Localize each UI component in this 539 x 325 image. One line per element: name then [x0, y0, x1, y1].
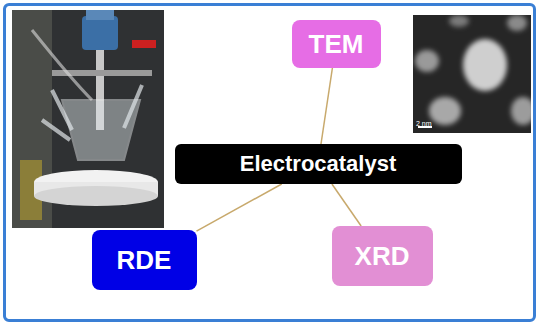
rde-setup-photo [12, 10, 164, 228]
connector-line [321, 68, 332, 144]
rotator-motor [82, 16, 118, 50]
technique-box: TEM [292, 20, 381, 68]
connector-line [197, 184, 282, 231]
node-label: XRD [355, 242, 410, 271]
central-box: Electrocatalyst [175, 144, 462, 184]
tubing [32, 30, 92, 100]
base-bottom [34, 186, 158, 206]
node-label: RDE [117, 246, 172, 275]
glass-arms [42, 85, 142, 140]
scale-label: 2 nm [416, 120, 432, 127]
technique-box: XRD [332, 226, 433, 286]
node-label: TEM [309, 30, 364, 59]
connector-line [332, 184, 361, 226]
node-label: Electrocatalyst [240, 152, 397, 176]
glass-cell [62, 100, 140, 160]
motor-top [86, 10, 114, 20]
tem-micrograph [413, 15, 531, 133]
technique-box: RDE [92, 230, 197, 290]
photo-background [12, 10, 164, 228]
nanoparticles [415, 15, 531, 125]
red-cable [132, 40, 156, 48]
